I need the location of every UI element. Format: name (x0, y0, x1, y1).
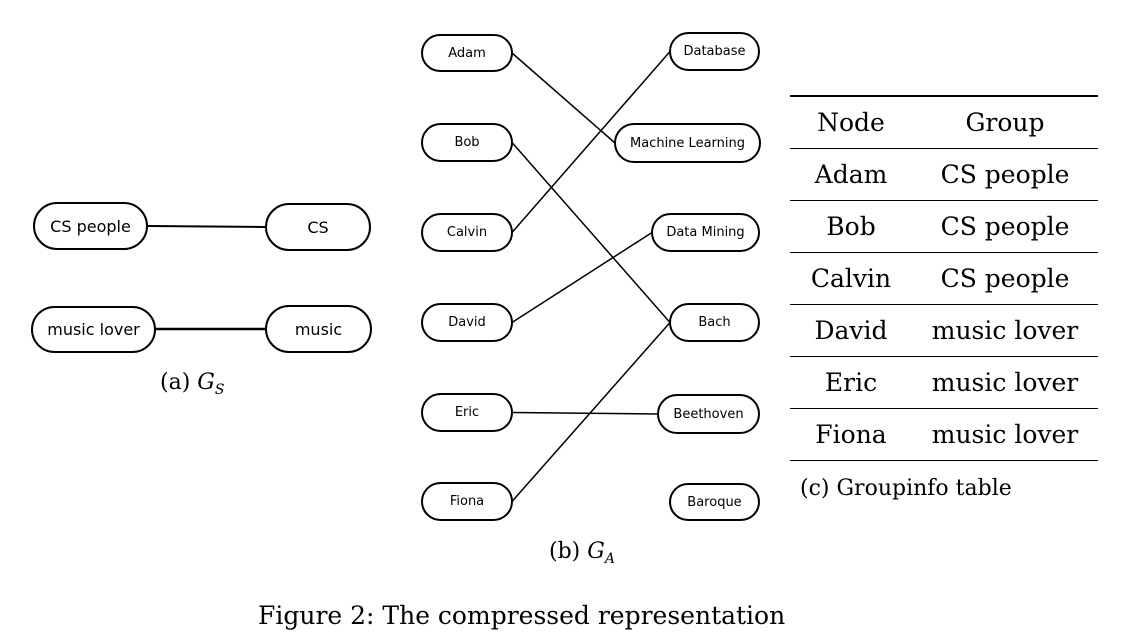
ga-edge (511, 51, 671, 233)
ga-edge (511, 322, 671, 502)
groupinfo-cell-node: David (790, 304, 912, 357)
ga-person-node: Fiona (421, 482, 513, 521)
ga-edge (511, 411, 659, 415)
table-row: Adam CS people (790, 148, 1098, 201)
ga-person-node: Bob (421, 123, 513, 162)
caption-ga-var: G (587, 539, 605, 564)
groupinfo-header-row: Node Group (790, 95, 1098, 149)
ga-person-node: David (421, 303, 513, 342)
groupinfo-cell-group: CS people (912, 252, 1098, 305)
groupinfo-cell-node: Bob (790, 200, 912, 253)
ga-topic-node: Bach (669, 303, 760, 342)
ga-edges-group (511, 51, 671, 502)
ga-edge (511, 231, 653, 324)
ga-topic-node: Data Mining (651, 213, 760, 252)
node-music-lover: music lover (31, 306, 156, 353)
ga-topic-node: Beethoven (657, 394, 760, 434)
table-row: Fiona music lover (790, 408, 1098, 461)
node-cs-people: CS people (33, 202, 148, 250)
caption-groupinfo: (c) Groupinfo table (800, 476, 1012, 501)
table-row: David music lover (790, 304, 1098, 357)
table-row: Eric music lover (790, 356, 1098, 409)
ga-person-node: Calvin (421, 213, 513, 252)
caption-ga-prefix: (b) (549, 539, 581, 564)
figure-caption: Figure 2: The compressed representation (258, 601, 786, 630)
ga-topic-node: Baroque (669, 483, 760, 521)
caption-gs-var: G (197, 370, 215, 395)
caption-ga: (b) GA (549, 539, 615, 567)
ga-edge (511, 142, 671, 323)
groupinfo-cell-group: CS people (912, 148, 1098, 201)
groupinfo-cell-group: music lover (912, 408, 1098, 461)
caption-gs-prefix: (a) (160, 370, 191, 395)
groupinfo-cell-group: music lover (912, 356, 1098, 409)
edge-cs-people-cs (147, 225, 266, 228)
ga-topic-node: Machine Learning (614, 123, 761, 163)
groupinfo-header-node: Node (790, 95, 912, 149)
ga-person-node: Adam (421, 34, 513, 72)
caption-ga-sub: A (604, 551, 615, 567)
ga-person-node: Eric (421, 393, 513, 432)
groupinfo-cell-node: Eric (790, 356, 912, 409)
ga-topic-node: Database (669, 32, 760, 71)
groupinfo-header-group: Group (912, 95, 1098, 149)
table-row: Bob CS people (790, 200, 1098, 253)
groupinfo-cell-group: music lover (912, 304, 1098, 357)
groupinfo-cell-node: Calvin (790, 252, 912, 305)
groupinfo-cell-node: Fiona (790, 408, 912, 461)
node-cs: CS (265, 203, 371, 251)
groupinfo-table: Node Group Adam CS people Bob CS people … (790, 95, 1098, 461)
groupinfo-cell-node: Adam (790, 148, 912, 201)
table-row: Calvin CS people (790, 252, 1098, 305)
caption-gs: (a) GS (160, 370, 224, 398)
caption-gs-sub: S (214, 382, 225, 398)
node-music: music (265, 305, 372, 353)
ga-edge (511, 52, 616, 144)
groupinfo-cell-group: CS people (912, 200, 1098, 253)
